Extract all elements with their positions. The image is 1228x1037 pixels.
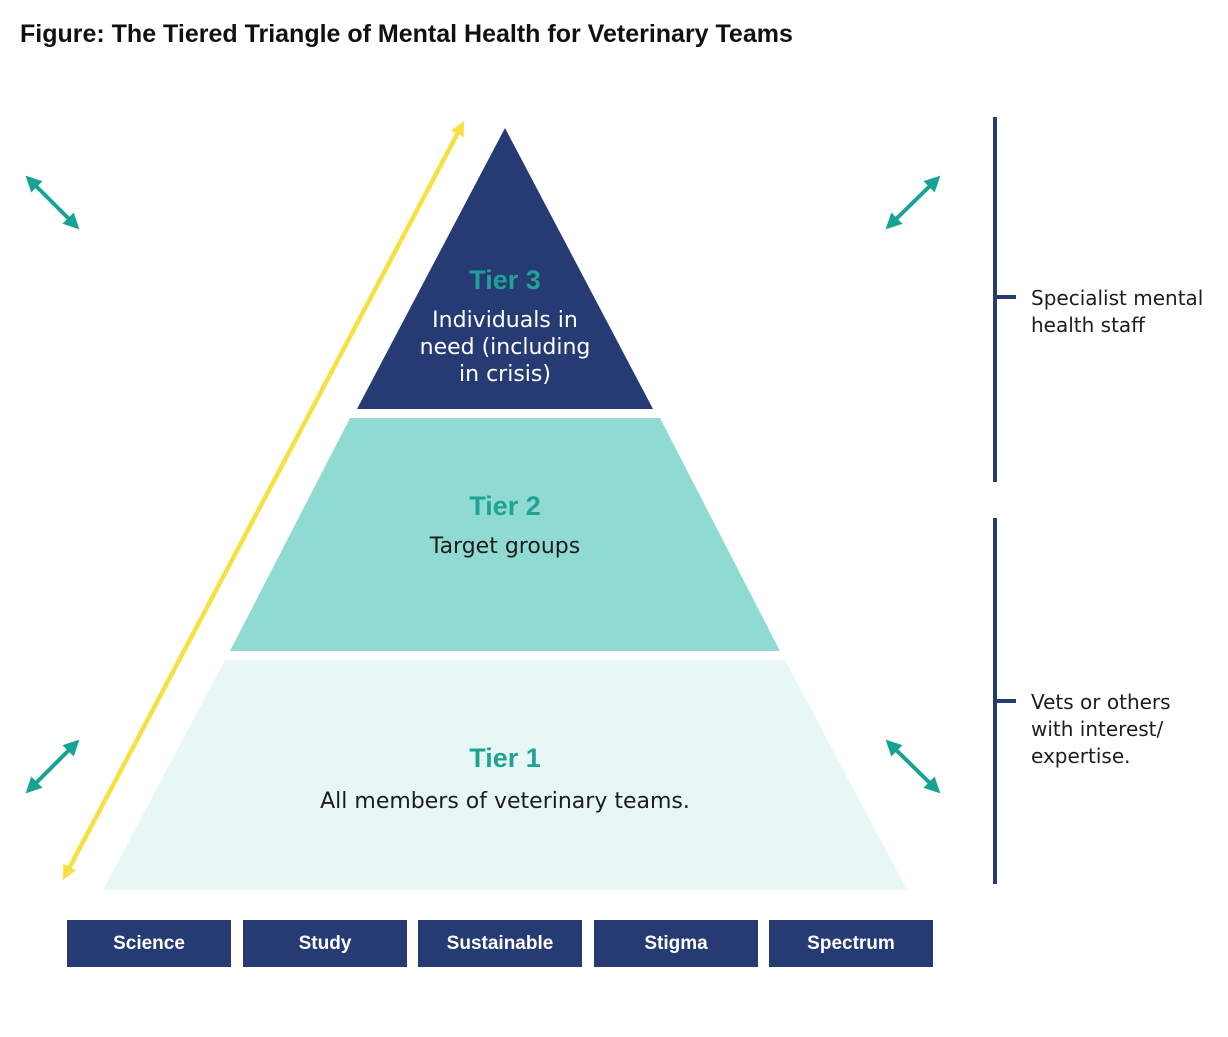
tier-2-description: Target groups <box>429 534 581 559</box>
vets-interest-label: Vets or others with interest/ expertise. <box>1031 690 1171 768</box>
top-left-double-arrow-icon <box>25 175 80 230</box>
yellow-diagonal-arrow-icon <box>62 121 465 880</box>
upper-bracket-icon <box>993 117 1016 482</box>
tier-1-description: All members of veterinary teams. <box>320 789 690 814</box>
tier-1-band <box>103 660 907 890</box>
bottom-left-double-arrow-icon <box>25 739 80 794</box>
lower-bracket-icon <box>993 518 1016 884</box>
bottom-right-double-arrow-icon <box>885 739 941 794</box>
tier-3-description: Individuals in need (including in crisis… <box>419 308 591 387</box>
science-box: Science <box>67 920 231 967</box>
tier-3-heading: Tier 3 <box>469 265 541 295</box>
spectrum-box: Spectrum <box>769 920 933 967</box>
top-right-double-arrow-icon <box>885 175 941 230</box>
tier-2-heading: Tier 2 <box>469 491 541 521</box>
tier-1-heading: Tier 1 <box>469 743 541 773</box>
sustainable-box: Sustainable <box>418 920 582 967</box>
specialist-staff-label: Specialist mental health staff <box>1031 286 1204 337</box>
stigma-box: Stigma <box>594 920 758 967</box>
study-box: Study <box>243 920 407 967</box>
figure-title: Figure: The Tiered Triangle of Mental He… <box>20 20 793 48</box>
